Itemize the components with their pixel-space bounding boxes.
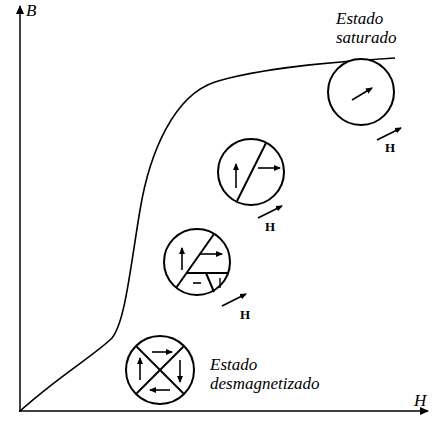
domain-circle [126, 336, 194, 404]
axis-label: H [414, 392, 426, 411]
domain-circle [218, 139, 284, 205]
field-arrow [258, 206, 282, 218]
field-label: H [385, 141, 395, 155]
h-axis [19, 410, 428, 412]
field-arrow [377, 128, 401, 140]
domain-circle [164, 229, 230, 295]
state-label: Estado saturado [336, 10, 411, 47]
state-label: Estado desmagnetizado [210, 356, 330, 393]
b-axis [19, 6, 21, 412]
axis-label: B [26, 2, 36, 21]
domain-circle [328, 59, 394, 125]
magnetization-curve [20, 58, 395, 411]
field-arrow [222, 294, 246, 306]
field-label: H [265, 220, 275, 234]
field-label: H [240, 308, 250, 322]
